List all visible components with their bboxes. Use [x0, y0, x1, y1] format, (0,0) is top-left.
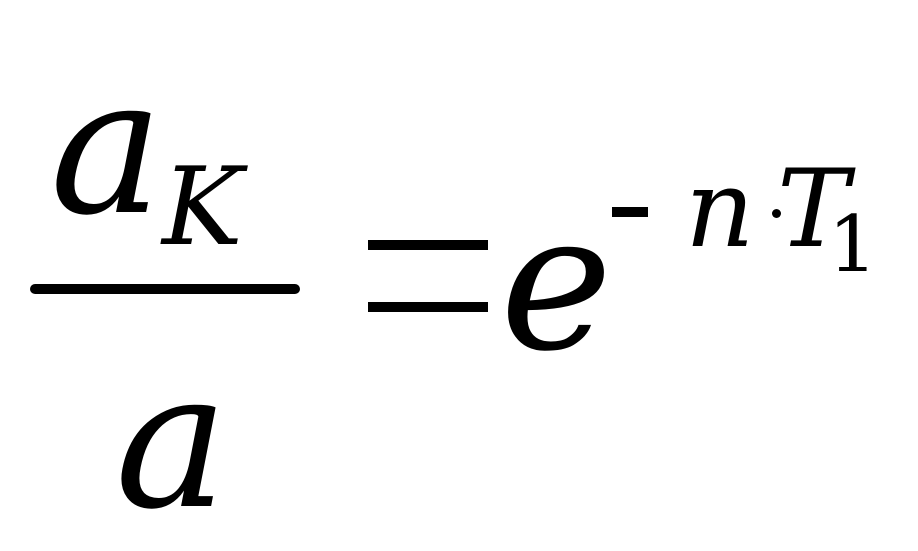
equals-bar-bottom — [368, 302, 488, 312]
exponent-term: T — [777, 147, 850, 272]
multiplication-dot — [772, 209, 781, 218]
numerator-variable: a — [50, 36, 164, 257]
exponent-variable: n — [685, 147, 755, 272]
denominator-variable: a — [115, 330, 229, 551]
numerator-subscript: K — [162, 145, 243, 270]
equals-bar-top — [368, 240, 488, 250]
exponential-base: e — [500, 172, 613, 393]
exponent-term-subscript: 1 — [828, 200, 878, 290]
fraction-bar — [30, 284, 300, 294]
equals-sign — [368, 240, 488, 312]
exponent-minus-sign — [612, 207, 648, 217]
